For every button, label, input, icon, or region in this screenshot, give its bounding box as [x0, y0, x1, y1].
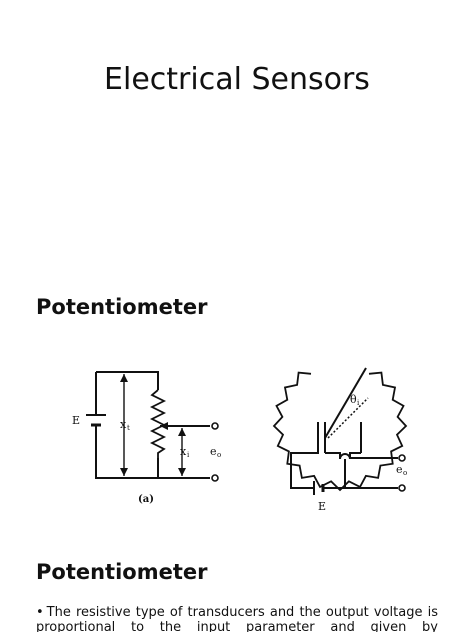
potentiometer-description-slide: Potentiometer •The resistive type of tra… — [0, 540, 474, 632]
output-subscript: o — [403, 469, 407, 477]
output-subscript: o — [217, 451, 221, 459]
supply-label: E — [318, 500, 326, 513]
resistive-track — [272, 371, 408, 492]
figure-caption: (a) — [138, 494, 154, 505]
slide-title: Electrical Sensors — [104, 62, 370, 97]
angle-label: θ — [350, 393, 357, 406]
total-length-subscript: t — [127, 424, 130, 432]
linear-potentiometer-diagram: E x t x i e o (a) — [72, 371, 221, 505]
slide-heading: Potentiometer — [36, 560, 208, 584]
output-label: e — [210, 445, 217, 458]
total-length-label: x — [120, 418, 127, 431]
angle-subscript: i — [357, 399, 360, 407]
bullet-icon: • — [36, 605, 44, 620]
slide-heading: Potentiometer — [36, 295, 208, 319]
title-slide: Electrical Sensors — [0, 0, 474, 180]
rotary-potentiometer-diagram: θ i e o E — [272, 367, 408, 513]
bullet-item: •The resistive type of transducers and t… — [36, 605, 438, 632]
output-label: e — [396, 463, 403, 476]
input-length-subscript: i — [187, 451, 190, 459]
bullet-text: The resistive type of transducers and th… — [36, 605, 438, 632]
supply-label: E — [72, 414, 80, 427]
input-length-label: x — [180, 445, 187, 458]
potentiometer-slide: Potentiometer E x t x i e o — [0, 240, 474, 540]
